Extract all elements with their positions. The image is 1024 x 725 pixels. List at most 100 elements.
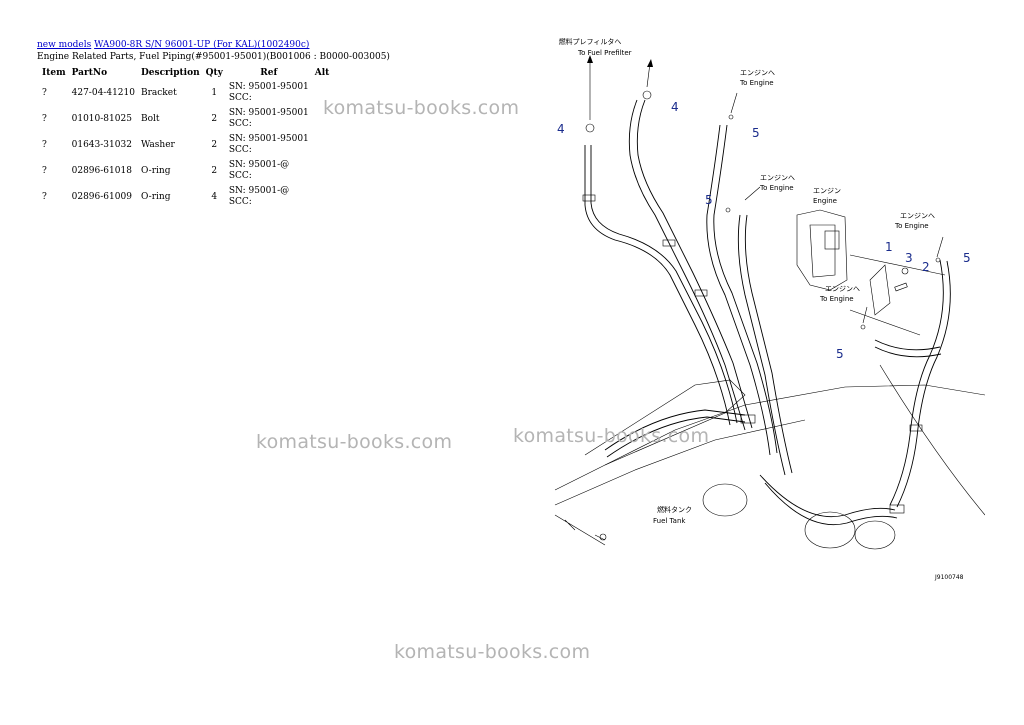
fuel-hose-prefilter [628,99,746,431]
label-engine-en: To Engine [759,184,794,192]
tank-fitting [804,511,856,549]
hose-clamp [889,504,905,514]
cell-alt [312,184,338,210]
cell-qty: 2 [211,165,218,176]
cell-partno: 01643-31032 [71,139,132,150]
tank-fitting [702,483,748,517]
table-header-row: Item PartNo Description Qty Ref Alt [37,66,338,80]
ref-scc: SCC: [228,145,252,155]
fuel-hose-right [896,260,951,508]
callout-number: 3 [905,251,913,265]
table-row: ? 02896-61009 O-ring 4 SN: 95001-@SCC: [37,184,338,210]
cell-ref: SN: 95001-@SCC: [226,158,312,184]
bracket-part [869,264,891,316]
fuel-hose-tank [759,474,896,518]
fuel-hose-crossover [874,339,941,351]
header-item: Item [42,68,66,78]
header-alt: Alt [314,68,330,78]
engine-block [796,209,848,291]
label-engine-jp: エンジンへ [825,285,860,293]
label-engine-title-jp: エンジン [813,187,841,195]
ref-sn: SN: 95001-95001 [228,108,309,118]
fuel-hose-manifold [606,416,746,458]
arrow-line [730,92,738,114]
label-engine-jp: エンジンへ [900,212,935,220]
tank-edge [879,364,985,516]
callout-number: 5 [752,126,760,140]
label-tank-en: Fuel Tank [653,517,686,525]
label-prefilter-en: To Fuel Prefilter [577,49,632,57]
hose-clamp [582,194,596,202]
cell-partno: 01010-81025 [71,113,132,124]
hose-clamp [662,239,676,247]
washer-part [901,267,909,275]
frame-detail [554,514,606,546]
engine-block-detail [809,224,836,278]
arrow-line [744,186,761,201]
fuel-hose-engine [706,124,771,456]
label-engine-en: To Engine [819,295,854,303]
header-ref: Ref [260,68,278,78]
ref-sn: SN: 95001-@ [228,160,290,170]
callout-number: 2 [922,260,930,274]
cell-alt [312,158,338,184]
fuel-hose-crossover [874,346,942,358]
label-prefilter-jp: 燃料プレフィルタへ [559,37,622,46]
frame-outline [554,419,806,506]
label-engine-en: To Engine [739,79,774,87]
cell-qty: 2 [211,113,218,124]
bracket-plate [584,379,746,466]
fuel-piping-diagram: 燃料プレフィルタへ To Fuel Prefilter エンジンへ To Eng… [554,37,985,581]
o-ring [728,114,734,120]
parts-table: Item PartNo Description Qty Ref Alt ? 4 2… [37,66,338,210]
cell-item: ? [42,87,47,98]
ref-scc: SCC: [228,197,252,207]
drawing-number: J9100748 [934,574,964,581]
cell-alt [312,132,338,158]
fuel-hose-engine [713,124,778,454]
ref-scc: SCC: [228,119,252,129]
watermark: komatsu-books.com [323,97,520,119]
leader-line [849,309,921,336]
fuel-hose-right [889,259,944,506]
label-engine-title-en: Engine [813,197,837,205]
fuel-hose-engine [744,214,793,474]
cell-qty: 4 [211,191,218,202]
breadcrumb-model-link[interactable]: WA900-8R S/N 96001-UP (For KAL)(1002490c… [94,40,310,50]
table-row: ? 02896-61018 O-ring 2 SN: 95001-@SCC: [37,158,338,184]
cell-qty: 1 [211,87,218,98]
callout-number: 1 [885,240,893,254]
header-description: Description [140,68,200,78]
fuel-hose-left [584,145,731,426]
cell-item: ? [42,191,47,202]
cell-partno: 02896-61009 [71,191,132,202]
breadcrumb: new models WA900-8R S/N 96001-UP (For KA… [37,40,309,50]
hose-clamp [909,424,923,432]
callout-number: 4 [671,100,679,114]
arrow-up-icon [587,55,593,63]
arrow-line [936,236,944,258]
cell-item: ? [42,139,47,150]
page-subtitle: Engine Related Parts, Fuel Piping(#95001… [37,52,390,62]
watermark: komatsu-books.com [513,425,710,447]
ref-scc: SCC: [228,93,252,103]
fuel-hose-manifold [604,409,746,451]
cell-item: ? [42,113,47,124]
tank-fitting [854,520,896,550]
breadcrumb-new-models-link[interactable]: new models [37,40,92,50]
label-engine-en: To Engine [894,222,929,230]
header-partno: PartNo [71,68,108,78]
hose-clamp [740,414,756,424]
fuel-hose-prefilter [636,99,753,429]
callout-number: 5 [705,193,713,207]
o-ring [642,90,652,100]
arrow-up-icon [647,59,653,67]
o-ring [860,324,866,330]
fuel-hose-left [590,145,738,424]
bolt-part [894,282,908,292]
ref-sn: SN: 95001-95001 [228,82,309,92]
